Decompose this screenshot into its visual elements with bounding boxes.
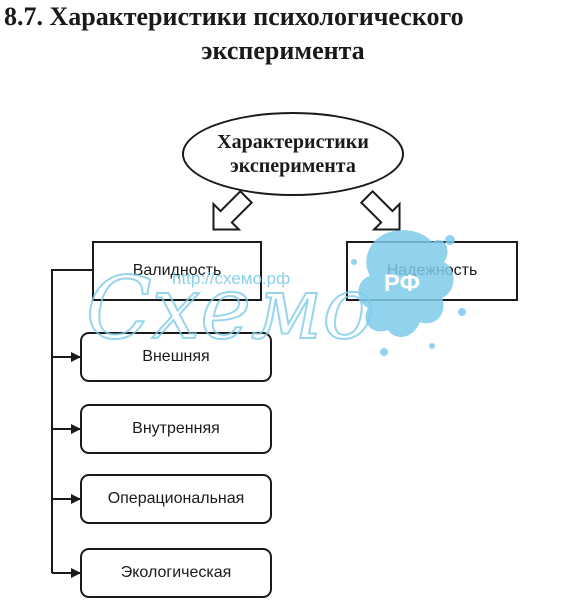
arrow-to-reliability (359, 189, 401, 231)
root-node-line-1: Характеристики (217, 131, 369, 153)
validity-type-label: Внутренняя (132, 420, 220, 437)
validity-type-internal: Внутренняя (80, 404, 272, 454)
validity-label: Валидность (132, 262, 222, 279)
page-title-line-2: эксперимента (201, 36, 365, 65)
validity-type-ecological: Экологическая (80, 548, 272, 598)
validity-type-operational: Операциональная (80, 474, 272, 524)
validity-type-external: Внешняя (80, 332, 272, 382)
validity-node: Валидность (92, 241, 262, 301)
reliability-node: Надежность (346, 241, 518, 301)
validity-type-label: Операциональная (107, 490, 245, 507)
arrow-to-validity (212, 189, 254, 231)
reliability-label: Надежность (386, 262, 478, 279)
root-node-line-2: эксперимента (230, 155, 356, 177)
page-title-line-1: 8.7. Характеристики психологического (4, 2, 464, 31)
root-node: Характеристики эксперимента (182, 112, 404, 196)
validity-type-label: Экологическая (120, 564, 232, 581)
validity-type-label: Внешняя (142, 348, 210, 365)
validity-bus-line (51, 269, 92, 573)
